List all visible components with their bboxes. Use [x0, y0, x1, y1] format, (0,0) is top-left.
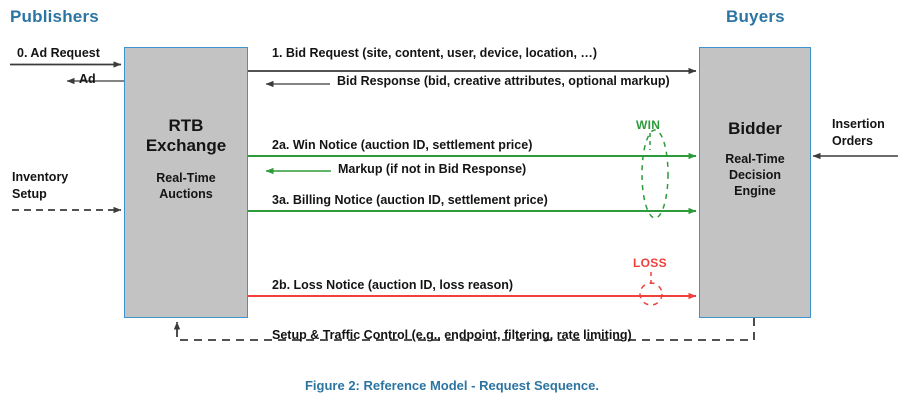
node-rtb-exchange-title-line1: RTB — [168, 116, 204, 135]
win-marker-ellipse — [641, 129, 669, 219]
label-ad-request: 0. Ad Request — [17, 46, 100, 60]
label-inventory-setup-line2: Setup — [12, 187, 47, 201]
label-ad: Ad — [79, 72, 96, 86]
node-bidder[interactable]: Bidder Real-Time Decision Engine — [699, 47, 811, 318]
node-bidder-subtitle-line2: Decision — [728, 168, 782, 182]
label-bid-request: 1. Bid Request (site, content, user, dev… — [272, 46, 598, 60]
label-bid-response: Bid Response (bid, creative attributes, … — [337, 74, 670, 88]
node-rtb-exchange-title: RTB Exchange — [146, 116, 226, 156]
label-inventory-setup: Inventory Setup — [12, 169, 68, 203]
group-title-publishers: Publishers — [10, 7, 99, 26]
node-rtb-exchange[interactable]: RTB Exchange Real-Time Auctions — [124, 47, 248, 318]
label-markup: Markup (if not in Bid Response) — [338, 162, 527, 176]
node-bidder-subtitle: Real-Time Decision Engine — [725, 151, 785, 199]
node-bidder-subtitle-line1: Real-Time — [725, 152, 785, 166]
label-insertion-orders: Insertion Orders — [832, 116, 885, 150]
label-loss-notice: 2b. Loss Notice (auction ID, loss reason… — [272, 278, 514, 292]
label-win-notice: 2a. Win Notice (auction ID, settlement p… — [272, 138, 533, 152]
annotation-loss: LOSS — [633, 256, 667, 270]
node-rtb-exchange-title-line2: Exchange — [145, 136, 227, 155]
loss-marker-circle — [639, 282, 663, 306]
group-title-buyers: Buyers — [726, 7, 785, 26]
label-insertion-orders-line2: Orders — [832, 134, 873, 148]
node-rtb-exchange-subtitle-line1: Real-Time — [156, 171, 216, 185]
node-bidder-title: Bidder — [728, 119, 782, 139]
node-bidder-subtitle-line3: Engine — [734, 184, 776, 198]
label-inventory-setup-line1: Inventory — [12, 170, 69, 184]
node-bidder-title-text: Bidder — [728, 119, 782, 138]
arrow-setup-traffic-control — [173, 318, 755, 341]
node-rtb-exchange-subtitle-line2: Auctions — [159, 187, 213, 201]
figure-caption: Figure 2: Reference Model - Request Sequ… — [304, 378, 600, 393]
label-insertion-orders-line1: Insertion — [832, 117, 885, 131]
node-rtb-exchange-subtitle: Real-Time Auctions — [156, 170, 216, 202]
label-billing-notice: 3a. Billing Notice (auction ID, settleme… — [272, 193, 548, 207]
annotation-win: WIN — [636, 118, 661, 132]
label-setup-traffic-control: Setup & Traffic Control (e.g., endpoint,… — [272, 328, 632, 342]
